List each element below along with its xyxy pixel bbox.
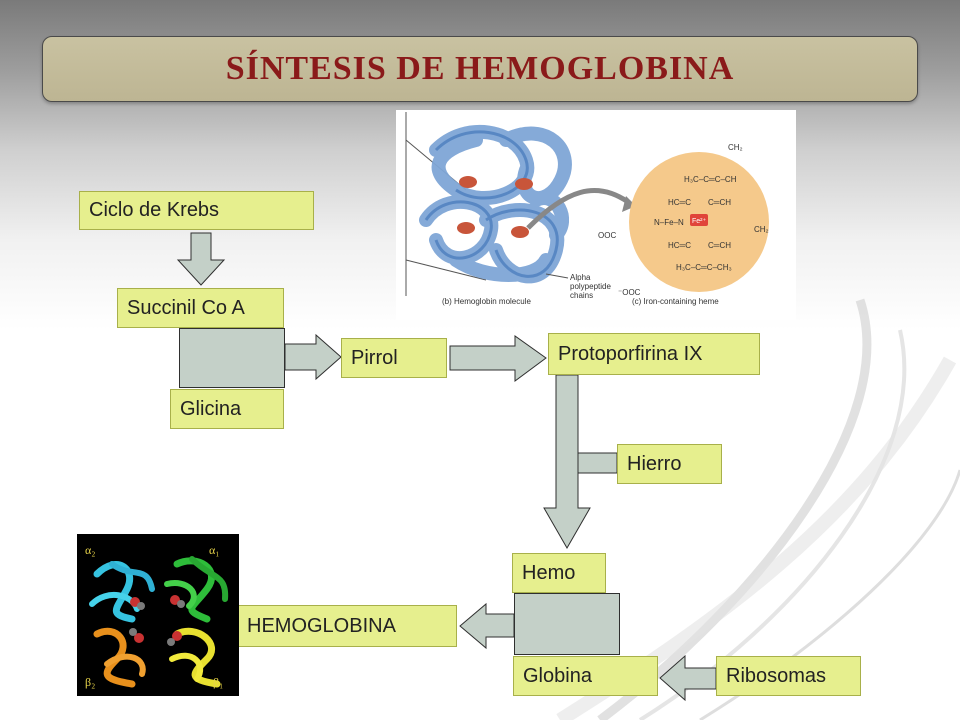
subunit-beta1-label: β₁ bbox=[213, 675, 223, 689]
down-arrow-to-hemo bbox=[543, 374, 591, 550]
svg-text:OOC: OOC bbox=[598, 231, 616, 240]
svg-text:HC═C: HC═C bbox=[668, 241, 691, 250]
node-ciclo-de-krebs-label: Ciclo de Krebs bbox=[89, 199, 220, 221]
hemoglobin-molecule-figure: H₃C–C═C–CH HC═C C═CH N–Fe–N HC═C C═CH H₃C–… bbox=[396, 110, 796, 320]
svg-text:C═CH: C═CH bbox=[708, 241, 731, 250]
node-succinil-label: Succinil Co A bbox=[127, 296, 245, 319]
page-title: SÍNTESIS DE HEMOGLOBINA bbox=[225, 50, 735, 87]
node-hemo-label: Hemo bbox=[522, 561, 576, 584]
down-arrow-krebs-succinil bbox=[176, 232, 226, 286]
svg-text:CH₂: CH₂ bbox=[754, 225, 769, 234]
node-ciclo-de-krebs: Ciclo de Krebs bbox=[79, 191, 314, 230]
node-glicina-label: Glicina bbox=[180, 397, 242, 420]
right-arrow-to-protoporfirina bbox=[449, 335, 547, 382]
node-pirrol: Pirrol bbox=[341, 338, 447, 378]
left-arrow-to-hemoglobina bbox=[459, 602, 515, 650]
hierro-connector bbox=[577, 452, 618, 474]
node-hemoglobina-label: HEMOGLOBINA bbox=[247, 614, 396, 637]
subunit-alpha1-label: α₁ bbox=[209, 543, 219, 557]
chains-label-3: chains bbox=[570, 291, 593, 300]
node-globina-label: Globina bbox=[523, 664, 592, 687]
node-hierro: Hierro bbox=[617, 444, 722, 484]
node-globina: Globina bbox=[513, 656, 658, 696]
svg-text:H₃C–C═C–CH: H₃C–C═C–CH bbox=[684, 175, 737, 184]
title-banner: SÍNTESIS DE HEMOGLOBINA bbox=[42, 36, 918, 102]
svg-text:H₃C–C═C–CH₃: H₃C–C═C–CH₃ bbox=[676, 263, 732, 272]
iron-label: Fe²⁺ bbox=[692, 218, 707, 225]
svg-text:N–Fe–N: N–Fe–N bbox=[654, 218, 684, 227]
node-protoporfirina-label: Protoporfirina IX bbox=[558, 342, 703, 365]
node-ribosomas: Ribosomas bbox=[716, 656, 861, 696]
node-protoporfirina-ix: Protoporfirina IX bbox=[548, 333, 760, 375]
chains-label-2: polypeptide bbox=[570, 282, 611, 291]
svg-text:C═CH: C═CH bbox=[708, 198, 731, 207]
left-arrow-ribosomas-globina bbox=[659, 654, 717, 702]
node-hierro-label: Hierro bbox=[627, 452, 682, 475]
chains-label-1: Alpha bbox=[570, 273, 591, 282]
right-arrow-to-pirrol bbox=[284, 333, 342, 381]
subunit-beta2-label: β₂ bbox=[85, 675, 95, 689]
node-pirrol-label: Pirrol bbox=[351, 346, 398, 369]
svg-text:CH₂: CH₂ bbox=[728, 143, 743, 152]
heme-caption: (c) Iron-containing heme bbox=[632, 297, 719, 306]
hemo-globina-junction bbox=[514, 593, 620, 655]
node-succinil-co-a: Succinil Co A bbox=[117, 288, 284, 328]
hemoglobin-caption: (b) Hemoglobin molecule bbox=[442, 297, 531, 306]
node-hemoglobina: HEMOGLOBINA bbox=[237, 605, 457, 647]
hemoglobin-ribbon-structure-image: α₂ α₁ β₂ β₁ bbox=[77, 534, 239, 696]
subunit-alpha2-label: α₂ bbox=[85, 543, 95, 557]
node-glicina: Glicina bbox=[170, 389, 284, 429]
node-ribosomas-label: Ribosomas bbox=[726, 664, 827, 687]
node-hemo: Hemo bbox=[512, 553, 606, 593]
svg-text:⁻OOC: ⁻OOC bbox=[618, 288, 641, 297]
svg-text:HC═C: HC═C bbox=[668, 198, 691, 207]
succinil-glicina-junction bbox=[179, 328, 285, 388]
